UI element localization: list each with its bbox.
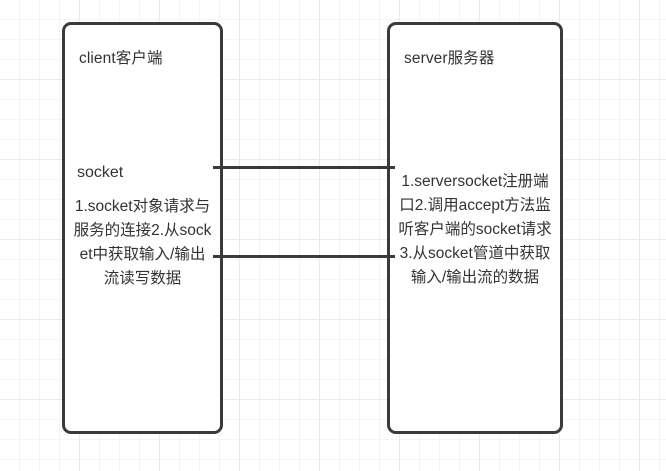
node-client-section-label: socket [77, 164, 124, 181]
node-server-title: server服务器 [404, 50, 495, 67]
node-server-steps: 1.serversocket注册端口2.调用accept方法监听客户端的sock… [398, 173, 552, 286]
node-client-steps: 1.socket对象请求与服务的连接2.从socket中获取输入/输出流读写数据 [73, 198, 212, 287]
node-client[interactable]: client客户端 socket 1.socket对象请求与服务的连接2.从so… [62, 22, 223, 434]
node-client-title: client客户端 [79, 50, 163, 67]
connector-client-to-server-top[interactable] [213, 166, 395, 169]
node-server[interactable]: server服务器 1.serversocket注册端口2.调用accept方法… [387, 22, 563, 434]
connector-client-to-server-bottom[interactable] [213, 255, 395, 258]
